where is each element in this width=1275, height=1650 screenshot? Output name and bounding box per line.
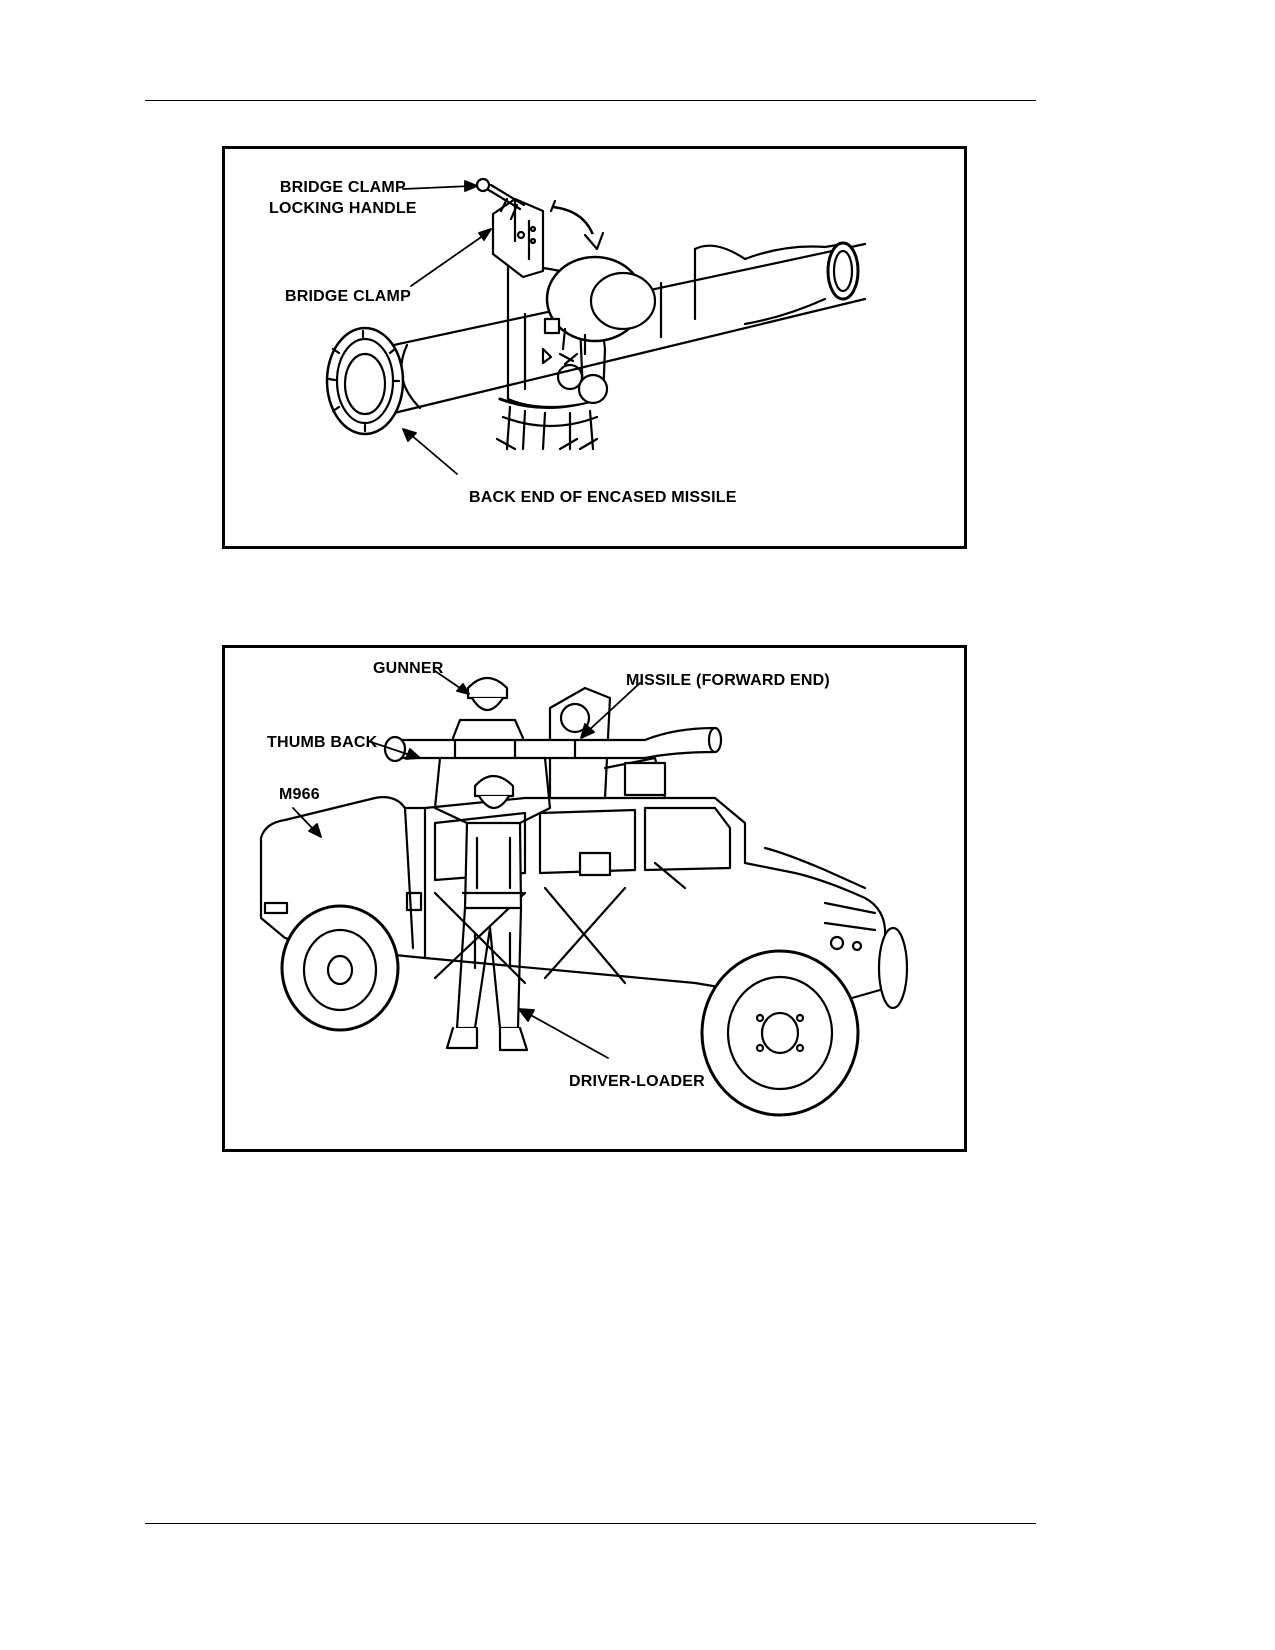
driver-loader-figure <box>433 756 552 1052</box>
locking-handle <box>475 177 526 221</box>
launcher-illustration <box>325 177 867 475</box>
missile-back-end <box>325 326 405 436</box>
gunner-figure <box>451 676 525 740</box>
rotation-arrow <box>549 199 605 251</box>
vehicle-crew-illustration <box>259 670 909 1117</box>
label-m966: M966 <box>279 786 320 803</box>
label-gunner: GUNNER <box>373 660 444 677</box>
header-rule <box>145 100 1036 101</box>
missile-being-loaded <box>383 726 723 763</box>
footer-rule <box>145 1523 1036 1524</box>
label-thumb-back: THUMB BACK <box>267 734 378 751</box>
label-back-end-of-encased-missile: BACK END OF ENCASED MISSILE <box>469 489 737 506</box>
leader-lines <box>402 180 492 475</box>
sight-collar <box>543 255 657 356</box>
leader-lines <box>292 670 641 1059</box>
label-bridge-clamp: BRIDGE CLAMP <box>285 288 411 305</box>
vehicle-wheels <box>280 904 909 1117</box>
label-driver-loader: DRIVER-LOADER <box>569 1073 705 1090</box>
figure-loading-missile: GUNNER MISSILE (FORWARD END) THUMB BACK … <box>222 645 967 1152</box>
label-bridge-clamp-locking-handle: BRIDGE CLAMP LOCKING HANDLE <box>269 179 417 217</box>
label-missile-forward-end: MISSILE (FORWARD END) <box>626 672 830 689</box>
figure-bridge-clamp: BRIDGE CLAMP LOCKING HANDLE BRIDGE CLAMP… <box>222 146 967 549</box>
m966-vehicle <box>259 796 889 1005</box>
